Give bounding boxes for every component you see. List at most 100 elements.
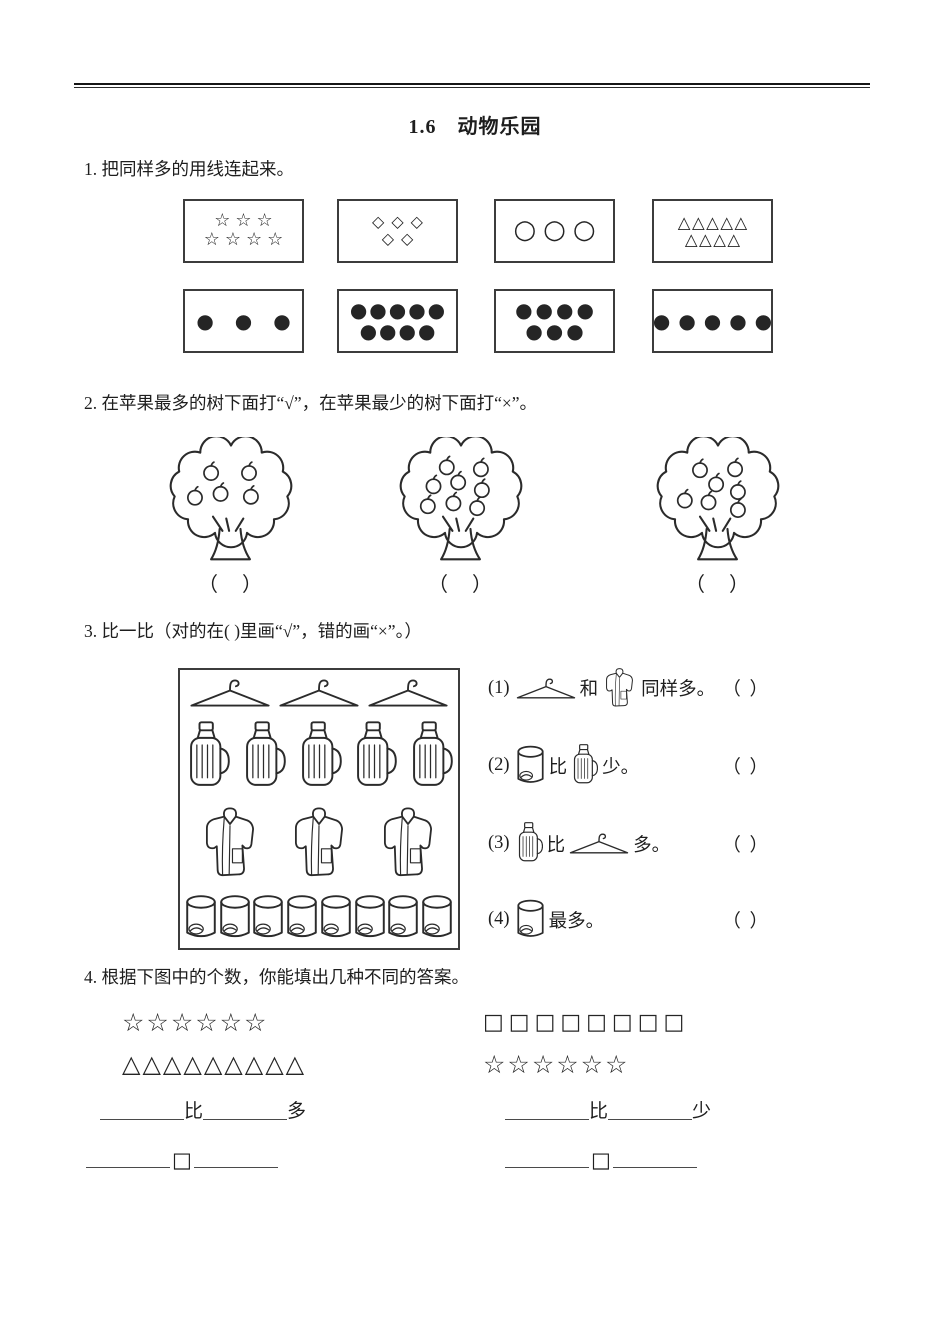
question-4-text: 4. 根据下图中的个数，你能填出几种不同的答案。 xyxy=(84,967,469,987)
statement-text: 少。 xyxy=(602,757,640,778)
question-1-text: 1. 把同样多的用线连起来。 xyxy=(84,159,294,179)
thermos-row xyxy=(185,721,453,792)
apple-tree-drawing xyxy=(399,437,523,561)
apple-tree-drawing xyxy=(169,437,293,561)
answer-paren: （ ） xyxy=(685,574,751,596)
thermos-icon xyxy=(190,721,230,786)
thermos-icon xyxy=(301,721,342,786)
shape-row: ●●● xyxy=(525,319,587,343)
answer-blank xyxy=(608,1098,693,1120)
shape-row: ☆☆☆ xyxy=(214,210,278,232)
cup-icon xyxy=(219,895,250,938)
statement-text: 最多。 xyxy=(548,911,605,932)
page-title: 1.6 动物乐园 xyxy=(408,116,542,138)
compare-word: 少 xyxy=(692,1101,712,1122)
thermos-icon xyxy=(357,721,398,786)
apple-tree-2 xyxy=(388,437,534,565)
thermos-icon xyxy=(413,721,453,786)
q4-compare-right: 比少 xyxy=(505,1096,711,1123)
apple-tree-3 xyxy=(645,437,791,565)
answer-blank xyxy=(505,1146,589,1168)
q4-squares-right: □□□□□□□□ xyxy=(483,1010,689,1035)
q3-picture-box xyxy=(178,668,460,950)
shape-row: ◇◇◇ xyxy=(372,212,430,232)
hanger-icon xyxy=(368,679,448,707)
apple-tree-drawing xyxy=(656,437,780,561)
q3-statement-2: (2) 比 少。（ ） xyxy=(488,743,770,788)
compare-word: 比 xyxy=(589,1101,609,1122)
question-3-text: 3. 比一比（对的在( )里画“√”，错的画“×”。） xyxy=(84,621,422,641)
shape-row: ◇◇ xyxy=(381,229,421,248)
statement-text: 多。 xyxy=(633,835,671,856)
q1-box-circles: ○○○ xyxy=(494,199,615,263)
statement-text: 比 xyxy=(546,835,566,856)
q4-triangles-left: △△△△△△△△△ xyxy=(122,1050,306,1078)
q4-equation-right: □ xyxy=(505,1146,697,1172)
coat-icon xyxy=(294,807,343,877)
shape-row: □□□□□□□□ xyxy=(483,1010,690,1035)
shape-row: ●●●● xyxy=(359,319,438,343)
cup-row xyxy=(185,894,453,941)
answer-paren: （ ） xyxy=(722,911,770,932)
answer-paren: （ ） xyxy=(722,680,770,700)
q1-box-diamonds: ◇◇◇◇◇ xyxy=(337,199,458,263)
q1-box-dots-5: ●●●●● xyxy=(652,289,773,353)
q3-statement-1: (1) 和 同样多。（ ） xyxy=(488,666,770,710)
answer-paren: （ ） xyxy=(722,757,770,778)
q4-compare-left: 比多 xyxy=(100,1096,306,1123)
q1-box-dots-3: ●●● xyxy=(183,289,304,353)
statement-number: (2) xyxy=(488,755,510,775)
shape-row: ☆☆☆☆☆☆ xyxy=(483,1050,630,1079)
q4-stars-right: ☆☆☆☆☆☆ xyxy=(483,1050,629,1079)
q1-box-dots-7: ●●●●●●● xyxy=(494,289,615,353)
coat-row xyxy=(185,804,453,882)
answer-blank xyxy=(505,1098,589,1120)
cup-icon xyxy=(287,895,317,938)
shape-row: ●●●● xyxy=(515,298,597,323)
q3-statement-4: (4) 最多。 （ ） xyxy=(488,899,770,940)
q1-box-dots-9: ●●●●●●●●● xyxy=(337,289,458,353)
hanger-icon xyxy=(516,678,575,698)
answer-blank xyxy=(612,1146,697,1168)
cup-icon xyxy=(388,895,418,938)
cup-icon xyxy=(516,745,544,783)
answer-paren: （ ） xyxy=(198,574,264,596)
shape-row: △△△△△ xyxy=(677,212,749,232)
question-2-text: 2. 在苹果最多的树下面打“√”，在苹果最少的树下面打“×”。 xyxy=(84,393,538,413)
header-rule xyxy=(74,83,870,88)
shape-row: ●●● xyxy=(196,308,312,333)
q1-box-stars: ☆☆☆☆☆☆☆ xyxy=(183,199,304,263)
cup-icon xyxy=(253,895,284,938)
answer-blank xyxy=(193,1146,278,1168)
cup-icon xyxy=(321,895,351,938)
cup-icon xyxy=(516,899,544,937)
shape-row: △△△△△△△△△ xyxy=(122,1050,307,1078)
operator-box: □ xyxy=(591,1147,611,1172)
coat-icon xyxy=(384,807,433,877)
cup-icon xyxy=(422,895,452,938)
thermos-icon xyxy=(518,822,543,862)
answer-blank xyxy=(203,1098,288,1120)
cup-icon xyxy=(354,895,385,938)
thermos-icon xyxy=(574,744,599,784)
statement-number: (1) xyxy=(488,677,510,698)
statement-text: 和 xyxy=(579,680,599,700)
answer-blank xyxy=(100,1098,184,1120)
hanger-row xyxy=(185,677,453,709)
q3-statements: (1) 和 同样多。（ ）(2) 比 少。（ ）(3) 比 多。（ ）(4) 最… xyxy=(488,664,770,950)
compare-word: 多 xyxy=(287,1101,307,1122)
operator-box: □ xyxy=(172,1147,192,1172)
apple-tree-1 xyxy=(158,437,304,565)
statement-number: (4) xyxy=(488,909,510,929)
shape-row: ●●●●● xyxy=(652,308,781,333)
cup-icon xyxy=(186,895,216,938)
shape-row: ○○○ xyxy=(513,215,603,246)
compare-word: 比 xyxy=(184,1101,204,1122)
hanger-icon xyxy=(279,679,359,707)
coat-icon xyxy=(606,668,634,707)
q4-equation-left: □ xyxy=(86,1146,278,1172)
shape-row: ☆☆☆☆ xyxy=(203,229,289,250)
answer-paren: （ ） xyxy=(722,835,770,856)
q3-statement-3: (3) 比 多。（ ） xyxy=(488,821,770,866)
